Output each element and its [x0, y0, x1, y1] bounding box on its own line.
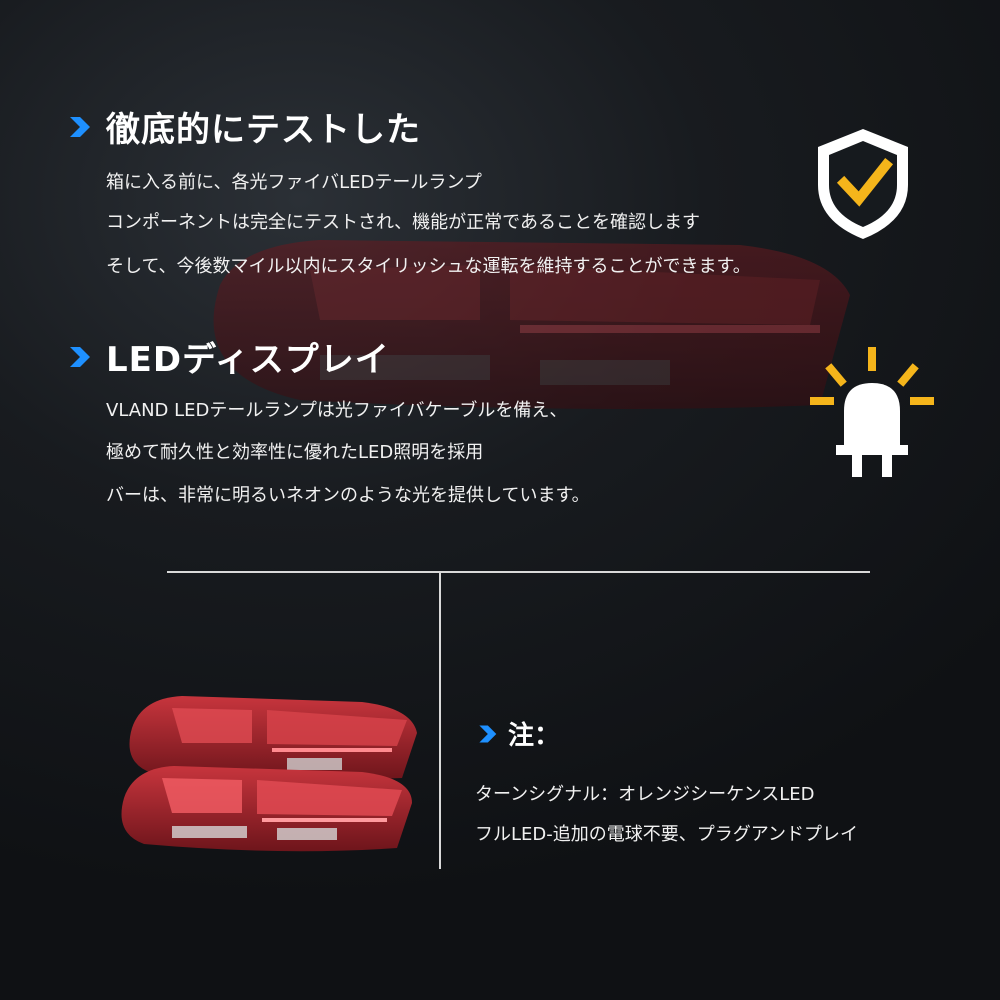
note-title-text: 注：	[508, 721, 561, 751]
shield-check-icon	[818, 129, 908, 239]
section-title-tested: 徹底的にテストした	[66, 102, 421, 151]
section2-line-3: バーは、非常に明るいネオンのような光を提供しています。	[106, 485, 590, 506]
section2-line-1: VLAND LEDテールランプは光ファイバケーブルを備え、	[106, 400, 568, 421]
section1-line-1: 箱に入る前に、各光ファイバLEDテールランプ	[106, 172, 482, 193]
horizontal-divider	[167, 571, 870, 573]
chevron-right-icon	[479, 725, 497, 742]
section-title-led-display: LEDディスプレイ	[66, 332, 390, 381]
section1-line-3: そして、今後数マイル以内にスタイリッシュな運転を維持することができます。	[106, 256, 751, 277]
background-taillight-image	[213, 240, 851, 409]
led-bulb-icon	[810, 347, 934, 477]
vertical-divider	[439, 573, 441, 869]
section-title-text: 徹底的にテストした	[106, 110, 421, 150]
section-title-text: LEDディスプレイ	[106, 340, 390, 380]
section2-line-2: 極めて耐久性と効率性に優れたLED照明を採用	[106, 442, 484, 463]
note-title: 注：	[476, 715, 560, 752]
taillight-product-image	[121, 696, 417, 852]
section1-line-2: コンポーネントは完全にテストされ、機能が正常であることを確認します	[106, 212, 700, 233]
note-line-1: ターンシグナル：オレンジシーケンスLED	[475, 784, 815, 805]
note-line-2: フルLED-追加の電球不要、プラグアンドプレイ	[475, 824, 859, 845]
chevron-right-icon	[70, 346, 90, 367]
chevron-right-icon	[70, 116, 90, 137]
